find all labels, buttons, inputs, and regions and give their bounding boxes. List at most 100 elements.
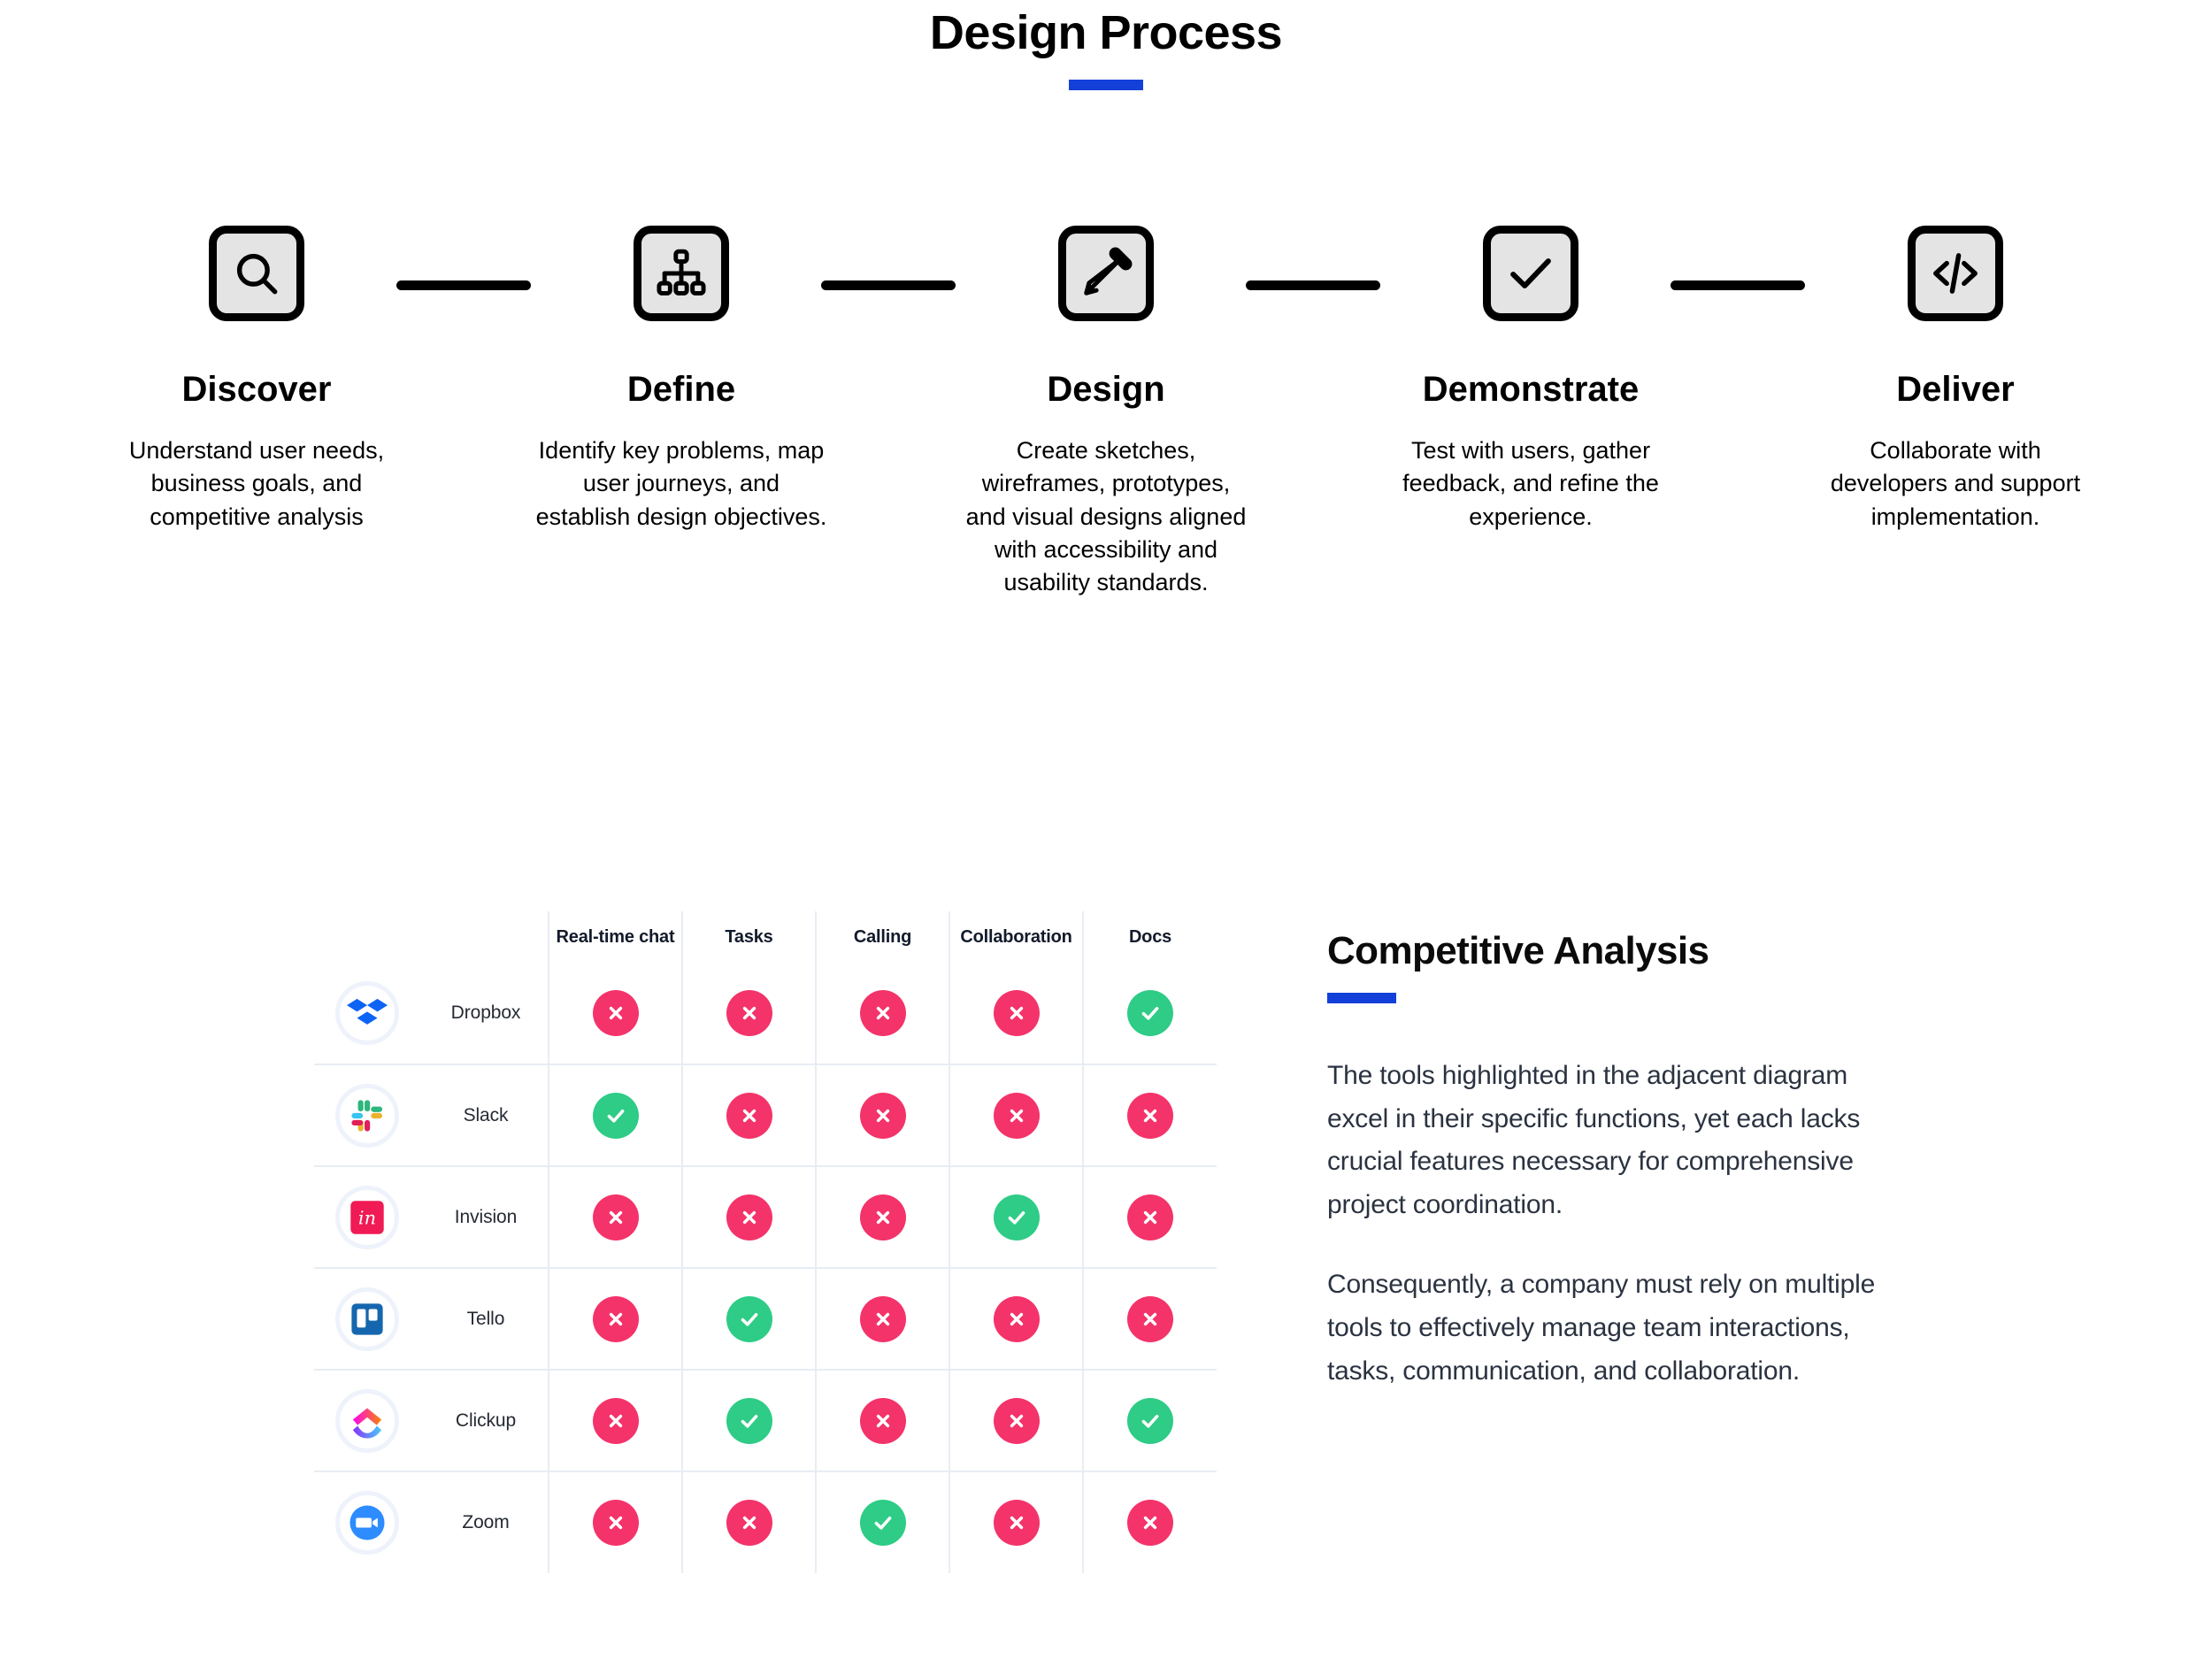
pencil-icon [1058, 226, 1154, 321]
search-icon [209, 226, 304, 321]
feature-cell [681, 1165, 816, 1268]
step-title: Demonstrate [1422, 370, 1640, 409]
feature-cell [681, 1267, 816, 1370]
feature-cell [815, 963, 949, 1064]
code-icon [1908, 226, 2003, 321]
step-description: Create sketches, wireframes, prototypes,… [965, 437, 1247, 595]
feature-cell [949, 1369, 1083, 1471]
feature-cell [815, 1471, 949, 1573]
page-header: Design Process [0, 0, 2212, 90]
tool-logo-cell [314, 1369, 420, 1471]
tool-name: Clickup [420, 1369, 549, 1471]
check-icon [726, 1295, 772, 1342]
check-icon [1127, 990, 1173, 1036]
cross-icon [993, 1397, 1040, 1444]
feature-cell [548, 1165, 682, 1268]
feature-cell [1082, 1471, 1217, 1573]
table-row: Dropbox [314, 963, 1217, 1064]
feature-cell [949, 963, 1083, 1064]
feature-cell [949, 1267, 1083, 1370]
trello-logo [335, 1286, 399, 1351]
step-connector [821, 280, 956, 290]
cross-icon [592, 1295, 639, 1342]
cross-icon [859, 990, 906, 1036]
cross-icon [859, 1397, 906, 1444]
table-row: Zoom [314, 1471, 1217, 1573]
feature-cell [681, 963, 816, 1064]
feature-cell [815, 1064, 949, 1166]
analysis-accent-rule [1327, 993, 1396, 1003]
column-header: Collaboration [949, 911, 1083, 963]
tool-name: Zoom [420, 1471, 549, 1573]
cross-icon [993, 1092, 1040, 1139]
column-header: Tasks [681, 911, 816, 963]
check-icon [726, 1397, 772, 1444]
table-row: Clickup [314, 1369, 1217, 1471]
competitive-analysis-panel: Competitive Analysis The tools highlight… [1327, 911, 1902, 1393]
column-header: Calling [815, 911, 949, 963]
step-title: Discover [181, 370, 332, 409]
svg-text:in: in [358, 1207, 376, 1228]
feature-cell [815, 1369, 949, 1471]
check-icon [859, 1500, 906, 1546]
cross-icon [1127, 1092, 1173, 1139]
feature-cell [949, 1471, 1083, 1573]
analysis-paragraph: The tools highlighted in the adjacent di… [1327, 1061, 1861, 1219]
dropbox-logo [335, 981, 399, 1045]
cross-icon [859, 1194, 906, 1240]
tool-logo-cell [314, 963, 420, 1064]
feature-cell [548, 963, 682, 1064]
step-description: Understand user needs, business goals, a… [128, 437, 385, 530]
check-icon [993, 1194, 1040, 1240]
cross-icon [726, 1194, 772, 1240]
feature-cell [1082, 1267, 1217, 1370]
table-row: Tello [314, 1267, 1217, 1370]
feature-cell [548, 1471, 682, 1573]
cross-icon [726, 1092, 772, 1139]
title-accent-rule [1069, 80, 1143, 90]
cross-icon [859, 1295, 906, 1342]
tool-name: Tello [420, 1267, 549, 1370]
table-row: Slack [314, 1064, 1217, 1166]
feature-cell [949, 1064, 1083, 1166]
step-description: Test with users, gather feedback, and re… [1402, 437, 1659, 530]
cross-icon [592, 1500, 639, 1546]
step-connector [1246, 280, 1380, 290]
clickup-logo [335, 1388, 399, 1453]
step-description: Collaborate with developers and support … [1830, 437, 2081, 530]
analysis-title: Competitive Analysis [1327, 929, 1709, 972]
cross-icon [726, 1500, 772, 1546]
tool-logo-cell [314, 1064, 420, 1166]
zoom-logo [335, 1491, 399, 1555]
tool-logo-cell [314, 1267, 420, 1370]
cross-icon [1127, 1194, 1173, 1240]
feature-cell [815, 1165, 949, 1268]
step-title: Deliver [1896, 370, 2015, 409]
tool-logo-cell: in [314, 1165, 420, 1268]
cross-icon [592, 1194, 639, 1240]
sitemap-icon [634, 226, 729, 321]
feature-cell [681, 1369, 816, 1471]
feature-cell [1082, 1064, 1217, 1166]
cross-icon [993, 1500, 1040, 1546]
cross-icon [1127, 1500, 1173, 1546]
cross-icon [592, 990, 639, 1036]
step-description: Identify key problems, map user journeys… [535, 437, 827, 530]
feature-cell [548, 1267, 682, 1370]
cross-icon [993, 990, 1040, 1036]
feature-cell [548, 1369, 682, 1471]
feature-cell [1082, 1165, 1217, 1268]
check-icon [592, 1092, 639, 1139]
column-header: Docs [1082, 911, 1217, 963]
table-corner-name [420, 911, 549, 963]
tool-logo-cell [314, 1471, 420, 1573]
feature-cell [1082, 963, 1217, 1064]
